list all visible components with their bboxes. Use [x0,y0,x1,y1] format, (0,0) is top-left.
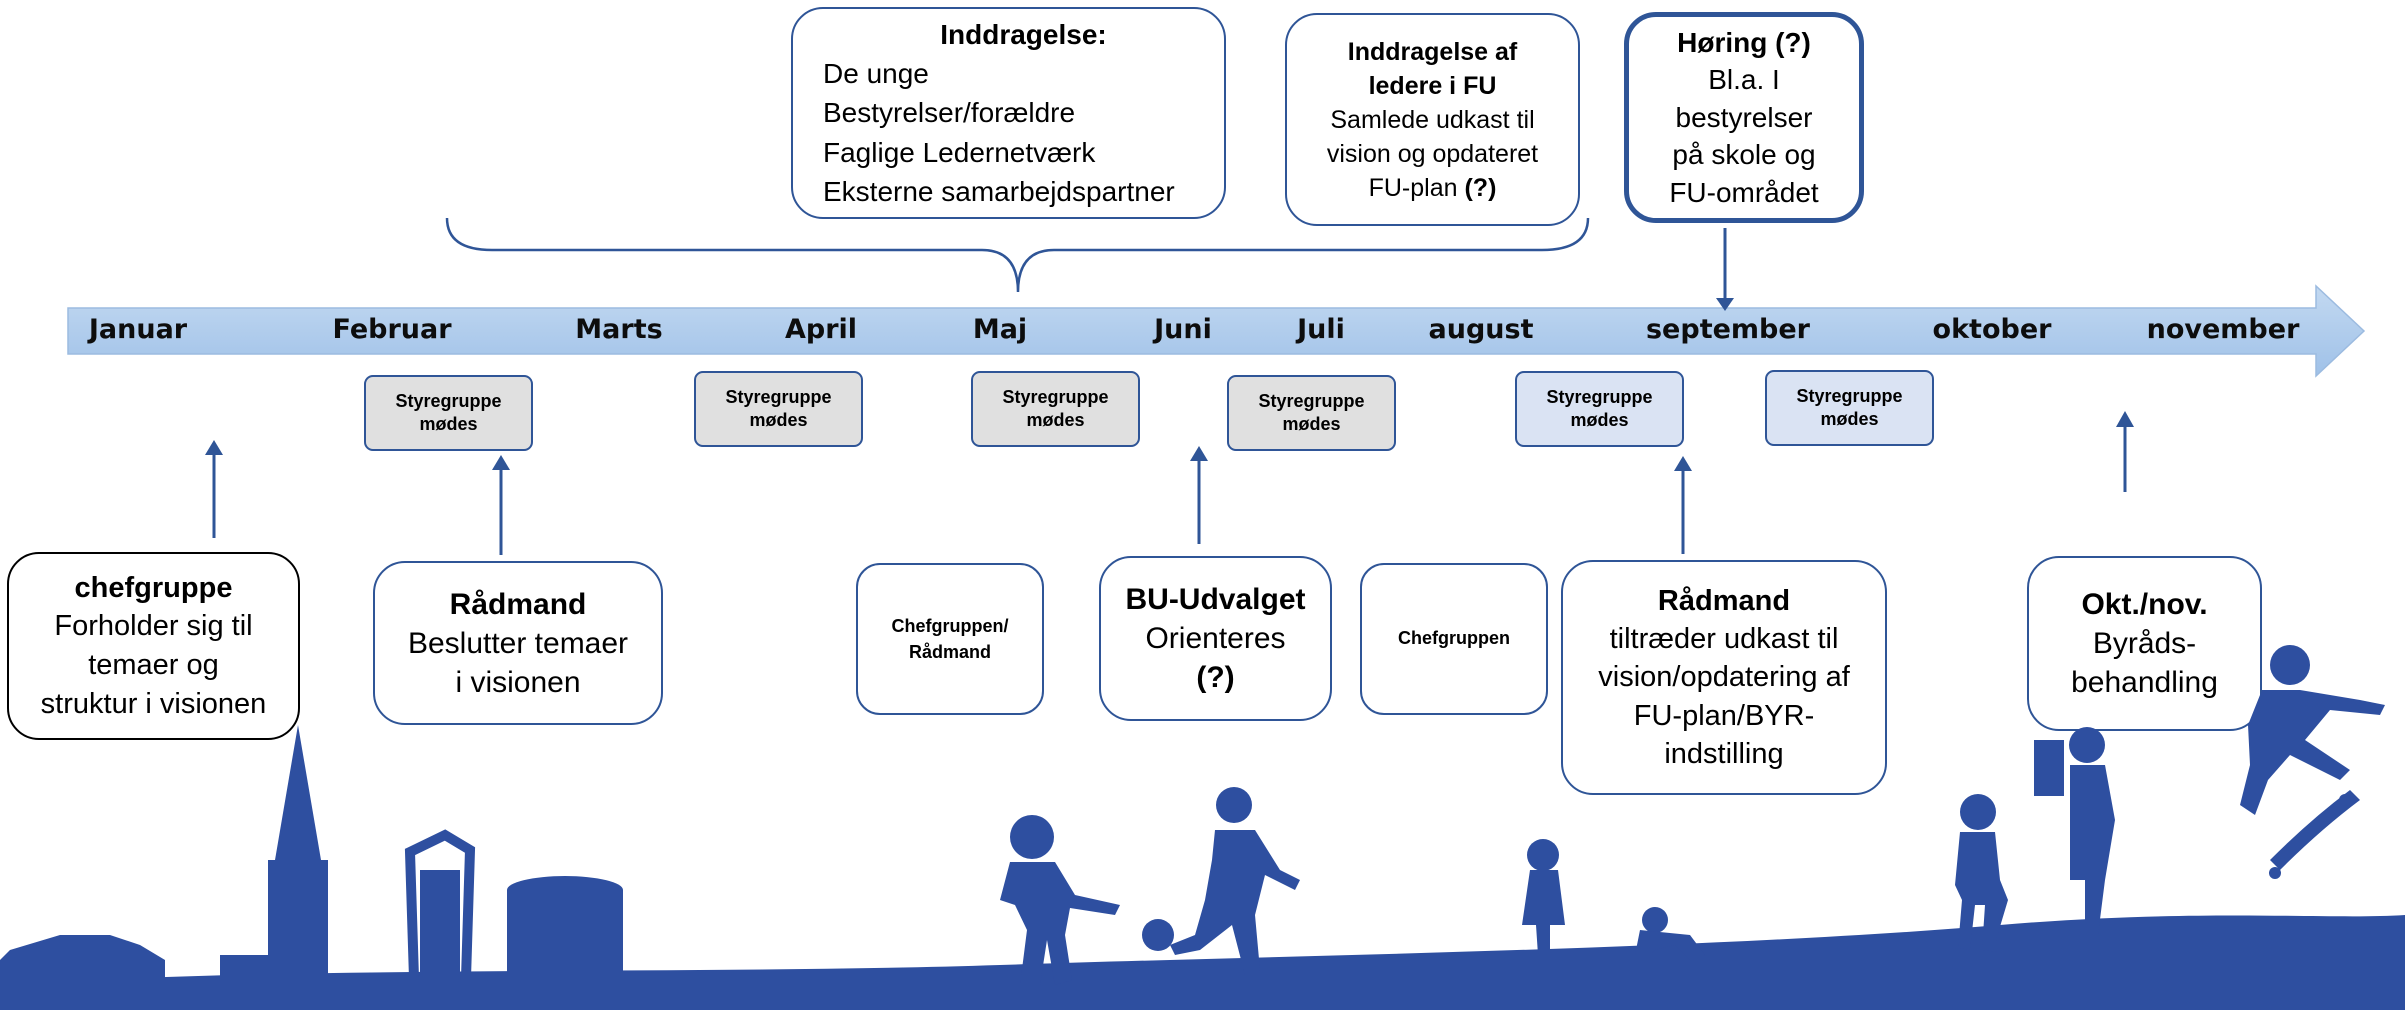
okt-nov-title: Okt./nov. [2081,588,2208,621]
month-januar: Januar [88,314,188,345]
chefgruppe-line: temaer og [88,649,219,681]
okt-nov-box: Okt./nov. Byråds- behandling [2027,556,2262,731]
month-juli: Juli [1297,314,1345,345]
horing-line: bestyrelser [1675,101,1813,133]
raadmand-line: i visionen [455,665,581,699]
horing-box: Høring (?) Bl.a. I bestyrelser på skole … [1624,12,1864,223]
chefgruppen-raadmand-box: Chefgruppen/ Rådmand [856,563,1044,715]
horing-line: FU-området [1669,176,1819,208]
raadmand2-line: vision/opdatering af [1598,661,1850,694]
month-juni: Juni [1154,314,1212,345]
okt-nov-line: behandling [2071,666,2218,699]
month-oktober: oktober [1932,314,2052,345]
inddragelse-line: De unge [823,58,929,90]
bu-udvalget-box: BU-Udvalget Orienteres (?) [1099,556,1332,721]
raadmand-title: Rådmand [449,587,587,621]
ledere-box: Inddragelse af ledere i FU Samlede udkas… [1285,13,1580,226]
inddragelse-box: Inddragelse: De unge Bestyrelser/forældr… [791,7,1226,219]
ledere-line: vision og opdateret [1326,139,1539,168]
bu-udvalget-title: BU-Udvalget [1125,583,1306,616]
chefgruppen-text: Chefgruppen [1398,628,1510,649]
raadmand-box-1: Rådmand Beslutter temaer i visionen [373,561,663,725]
chefgruppe-line: struktur i visionen [40,687,267,720]
raadmand2-line: tiltræder udkast til [1609,623,1839,656]
inddragelse-line: Bestyrelser/forældre [823,97,1076,129]
raadmand-box-2: Rådmand tiltræder udkast til vision/opda… [1561,560,1887,795]
month-marts: Marts [575,314,663,345]
chefgruppen-raadmand-line: Rådmand [908,642,991,662]
ledere-last-line: FU-plan (?) [1368,173,1497,202]
chefgruppe-box: chefgruppe Forholder sig til temaer og s… [7,552,300,740]
bu-udvalget-bold-line: (?) [1196,661,1235,694]
ledere-title-line: Inddragelse af [1347,37,1518,66]
horing-line: Bl.a. I [1708,64,1780,96]
chefgruppe-title: chefgruppe [74,571,233,604]
ledere-line: Samlede udkast til [1330,105,1535,134]
month-september: september [1645,314,1811,345]
month-november: november [2146,314,2300,345]
chefgruppe-line: Forholder sig til [54,610,253,643]
bu-udvalget-line: Orienteres [1145,622,1286,655]
month-april: April [784,314,858,345]
raadmand2-line: FU-plan/BYR- [1633,699,1815,732]
raadmand2-line: indstilling [1664,737,1784,770]
inddragelse-line: Faglige Ledernetværk [823,136,1096,168]
month-februar: Februar [332,314,452,345]
month-maj: Maj [972,314,1028,345]
horing-title: Høring (?) [1677,26,1811,58]
ledere-title-line: ledere i FU [1368,71,1497,100]
month-august: august [1428,314,1534,345]
inddragelse-line: Eksterne samarbejdspartner [823,175,1175,207]
okt-nov-line: Byråds- [2092,627,2197,660]
chefgruppen-raadmand-line: Chefgruppen/ [891,615,1009,636]
chefgruppen-box: Chefgruppen [1360,563,1548,715]
raadmand-line: Beslutter temaer [407,626,629,660]
inddragelse-title: Inddragelse: [940,19,1107,51]
horing-line: på skole og [1672,139,1816,171]
raadmand2-title: Rådmand [1657,584,1791,617]
curly-brace-icon [445,217,1590,293]
